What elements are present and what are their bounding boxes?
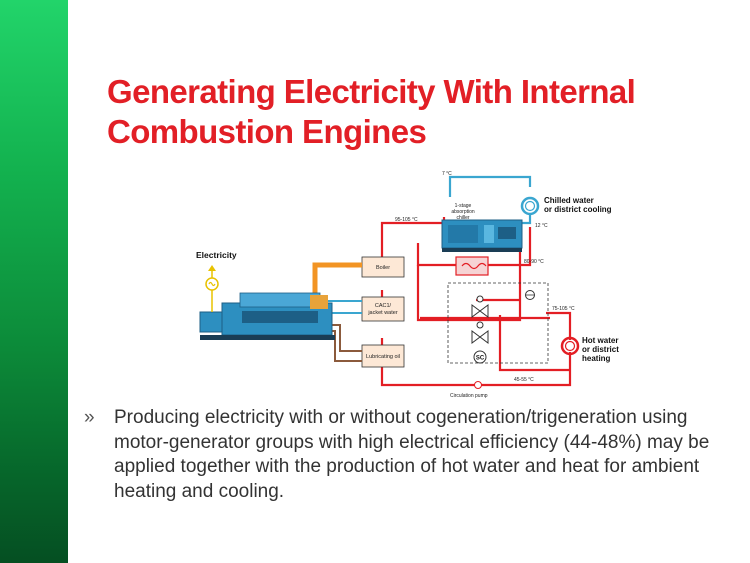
hot-water-label-1: Hot water: [582, 336, 618, 345]
temp-45-55: 45-55 °C: [514, 377, 534, 383]
circulation-pump-label: Circulation pump: [450, 393, 488, 399]
heat-exchanger: [455, 256, 489, 276]
lube-label: Lubricating oil: [366, 354, 400, 360]
chiller-label-3: chiller: [456, 215, 469, 221]
electricity-label: Electricity: [196, 250, 237, 260]
hot-water-circle-inner: [564, 340, 576, 352]
engine-generator: [199, 292, 335, 340]
control-boundary: [447, 282, 549, 364]
bullet-marker: »: [84, 407, 95, 428]
slide-title: Generating Electricity With Internal Com…: [107, 73, 636, 150]
cac-box: [361, 296, 405, 322]
chiller-label-1: 1-stage: [455, 203, 472, 209]
cogeneration-diagram: SC Boiler CAC1/ jacket water Lubricating…: [196, 171, 619, 399]
chilled-water-circle-inner: [524, 200, 536, 212]
absorption-chiller: [441, 219, 523, 252]
hot-water-circle: [560, 336, 580, 356]
temp-95-105: 95-105 °C: [395, 217, 418, 223]
chiller-label-2: absorption: [451, 209, 475, 215]
temp-75-105: 75-105 °C: [552, 306, 575, 312]
exhaust-pipe: [312, 262, 362, 295]
sc-label: SC: [476, 356, 485, 362]
bullet-text: Producing electricity with or without co…: [114, 407, 710, 502]
chilled-water-label-2: or district cooling: [544, 205, 612, 214]
lube-box: [361, 344, 405, 368]
hot-water-label-3: heating: [582, 354, 611, 363]
temp-7: 7 °C: [442, 171, 452, 177]
electricity-arrow-icon: [208, 265, 216, 271]
side-accent-bar: [0, 0, 68, 563]
cac-label-1: CAC1/: [375, 303, 392, 309]
temp-80-90: 80-90 °C: [524, 259, 544, 265]
circulation-pump-icon: [474, 381, 482, 389]
sc-pump: [473, 350, 487, 364]
temp-12: 12 °C: [535, 223, 548, 229]
valve-lower: [471, 321, 489, 344]
bullet-paragraph: » Producing electricity with or without …: [84, 406, 724, 504]
chilled-water-circle: [520, 196, 540, 216]
chilled-water-label-1: Chilled water: [544, 196, 594, 205]
boiler-label: Boiler: [376, 265, 390, 271]
valve-upper: [471, 295, 489, 318]
cac-label-2: jacket water: [367, 310, 398, 316]
hot-water-label-2: or district: [582, 345, 619, 354]
